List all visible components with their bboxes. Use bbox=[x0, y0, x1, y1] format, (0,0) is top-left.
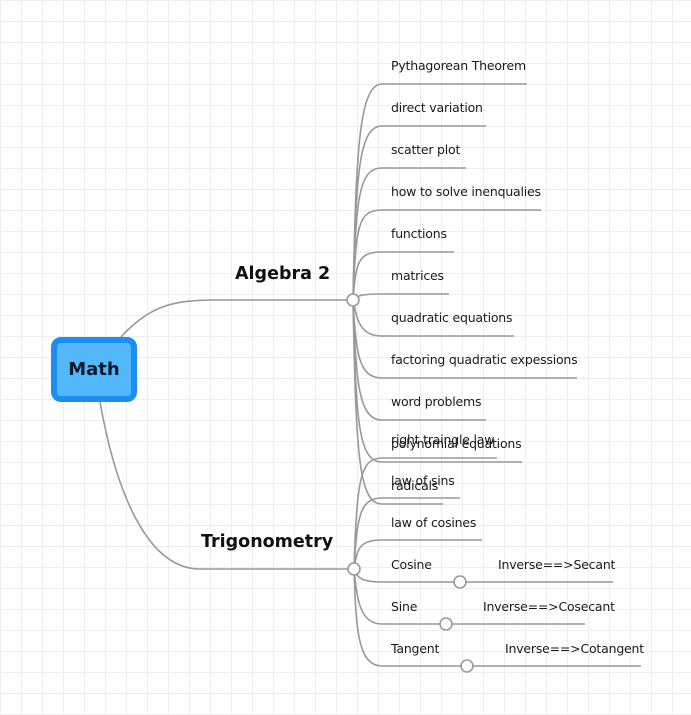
topic-direct-variation[interactable]: direct variation bbox=[391, 100, 483, 115]
topic-solve-inequalities[interactable]: how to solve inenqualies bbox=[391, 184, 541, 199]
connector-functions bbox=[352, 251, 454, 301]
topic-pythagorean-theorem[interactable]: Pythagorean Theorem bbox=[391, 58, 526, 73]
topic-sine[interactable]: Sine bbox=[391, 599, 418, 614]
topic-polynomial-equations[interactable]: polynomial equations bbox=[391, 436, 522, 451]
connector-inequalities bbox=[352, 209, 541, 301]
connector-math-trigonometry bbox=[99, 401, 354, 570]
connector-law-of-sins bbox=[353, 497, 460, 570]
inverse-cosecant[interactable]: Inverse==>Cosecant bbox=[483, 599, 615, 614]
inverse-secant[interactable]: Inverse==>Secant bbox=[498, 557, 616, 572]
connector-math-algebra bbox=[120, 299, 353, 338]
root-node-math[interactable]: Math bbox=[51, 337, 137, 402]
topic-word-problems[interactable]: word problems bbox=[391, 394, 482, 409]
connector-right-triangle bbox=[353, 457, 497, 570]
connector-tangent bbox=[353, 568, 641, 667]
topic-law-of-sins[interactable]: law of sins bbox=[391, 473, 455, 488]
topic-scatter-plot[interactable]: scatter plot bbox=[391, 142, 461, 157]
algebra-collapse-node[interactable] bbox=[346, 293, 360, 307]
topic-matrices[interactable]: matrices bbox=[391, 268, 444, 283]
inverse-cotangent[interactable]: Inverse==>Cotangent bbox=[505, 641, 644, 656]
cosine-collapse-node[interactable] bbox=[453, 575, 467, 589]
connector-matrices bbox=[352, 293, 449, 301]
topic-cosine[interactable]: Cosine bbox=[391, 557, 432, 572]
branch-algebra-2[interactable]: Algebra 2 bbox=[235, 264, 331, 284]
root-node-label: Math bbox=[68, 359, 120, 380]
connector-sine bbox=[353, 568, 585, 625]
branch-trigonometry[interactable]: Trigonometry bbox=[201, 532, 334, 552]
topic-radicals[interactable]: radicals bbox=[391, 478, 439, 493]
topic-law-of-cosines[interactable]: law of cosines bbox=[391, 515, 477, 530]
topic-quadratic-equations[interactable]: quadratic equations bbox=[391, 310, 513, 325]
sine-collapse-node[interactable] bbox=[439, 617, 453, 631]
topic-functions[interactable]: functions bbox=[391, 226, 447, 241]
topic-tangent[interactable]: Tangent bbox=[391, 641, 440, 656]
topic-factoring-quadratic[interactable]: factoring quadratic expessions bbox=[391, 352, 578, 367]
trigonometry-collapse-node[interactable] bbox=[347, 562, 361, 576]
connector-radicals bbox=[352, 299, 443, 505]
topic-right-triangle-law[interactable]: right traingle law bbox=[391, 432, 495, 447]
tangent-collapse-node[interactable] bbox=[460, 659, 474, 673]
